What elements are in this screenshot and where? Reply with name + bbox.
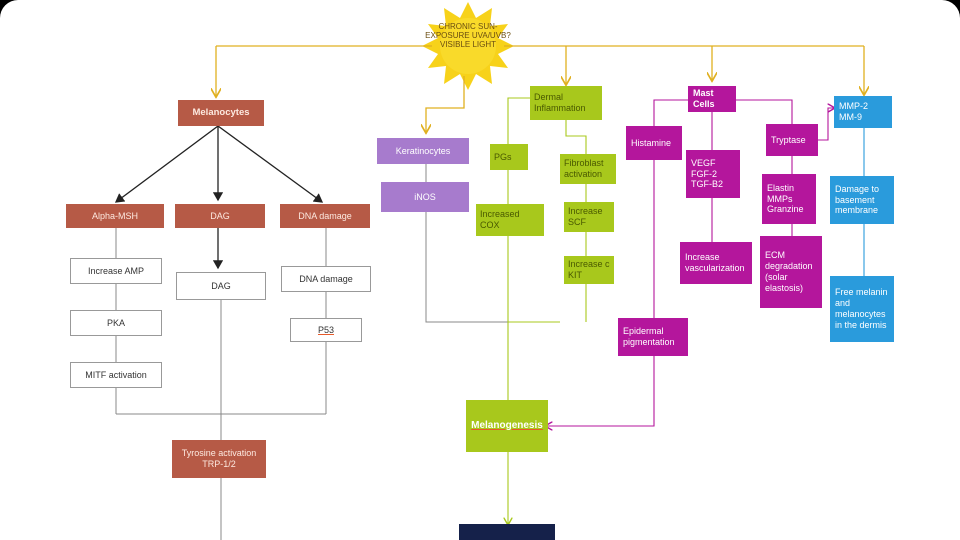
dna-damage-node: DNA damage (280, 204, 370, 228)
increase-amp-node: Increase AMP (70, 258, 162, 284)
tyrosine-activation-node: Tyrosine activation TRP-1/2 (172, 440, 266, 478)
mast-cells-node: Mast Cells (688, 86, 736, 112)
ecm-degradation-node: ECM degradation (solar elastosis) (760, 236, 822, 308)
fibroblast-activation-node: Fibroblast activation (560, 154, 616, 184)
pka-node: PKA (70, 310, 162, 336)
alpha-msh-node: Alpha-MSH (66, 204, 164, 228)
sun-exposure-label: CHRONIC SUN-EXPOSURE UVA/UVB? VISIBLE LI… (425, 22, 511, 50)
increase-ckit-node: Increase c KIT (564, 256, 614, 284)
keratinocytes-node: Keratinocytes (377, 138, 469, 164)
dag-result-node: DAG (176, 272, 266, 300)
p53-node: P53 (290, 318, 362, 342)
pgs-node: PGs (490, 144, 528, 170)
free-melanin-node: Free melanin and melanocytes in the derm… (830, 276, 894, 342)
mmp-node: MMP-2 MM-9 (834, 96, 892, 128)
mitf-activation-node: MITF activation (70, 362, 162, 388)
increased-cox-node: Increased COX (476, 204, 544, 236)
melanogenesis-node: Melanogenesis (466, 400, 548, 452)
basement-membrane-damage-node: Damage to basement membrane (830, 176, 894, 224)
melanocytes-node: Melanocytes (178, 100, 264, 126)
epidermal-pigmentation-node: Epidermal pigmentation (618, 318, 688, 356)
dna-damage-result-node: DNA damage (281, 266, 371, 292)
inos-node: iNOS (381, 182, 469, 212)
increase-vascularization-node: Increase vascularization (680, 242, 752, 284)
sun-icon (422, 2, 514, 90)
outcome-node-partial (459, 524, 555, 540)
tryptase-node: Tryptase (766, 124, 818, 156)
histamine-node: Histamine (626, 126, 682, 160)
dermal-inflammation-node: Dermal Inflammation (530, 86, 602, 120)
increase-scf-node: Increase SCF (564, 202, 614, 232)
elastin-mmps-granzine-node: Elastin MMPs Granzine (762, 174, 816, 224)
dag-node: DAG (175, 204, 265, 228)
vegf-fgf-tgf-node: VEGF FGF-2 TGF-B2 (686, 150, 740, 198)
